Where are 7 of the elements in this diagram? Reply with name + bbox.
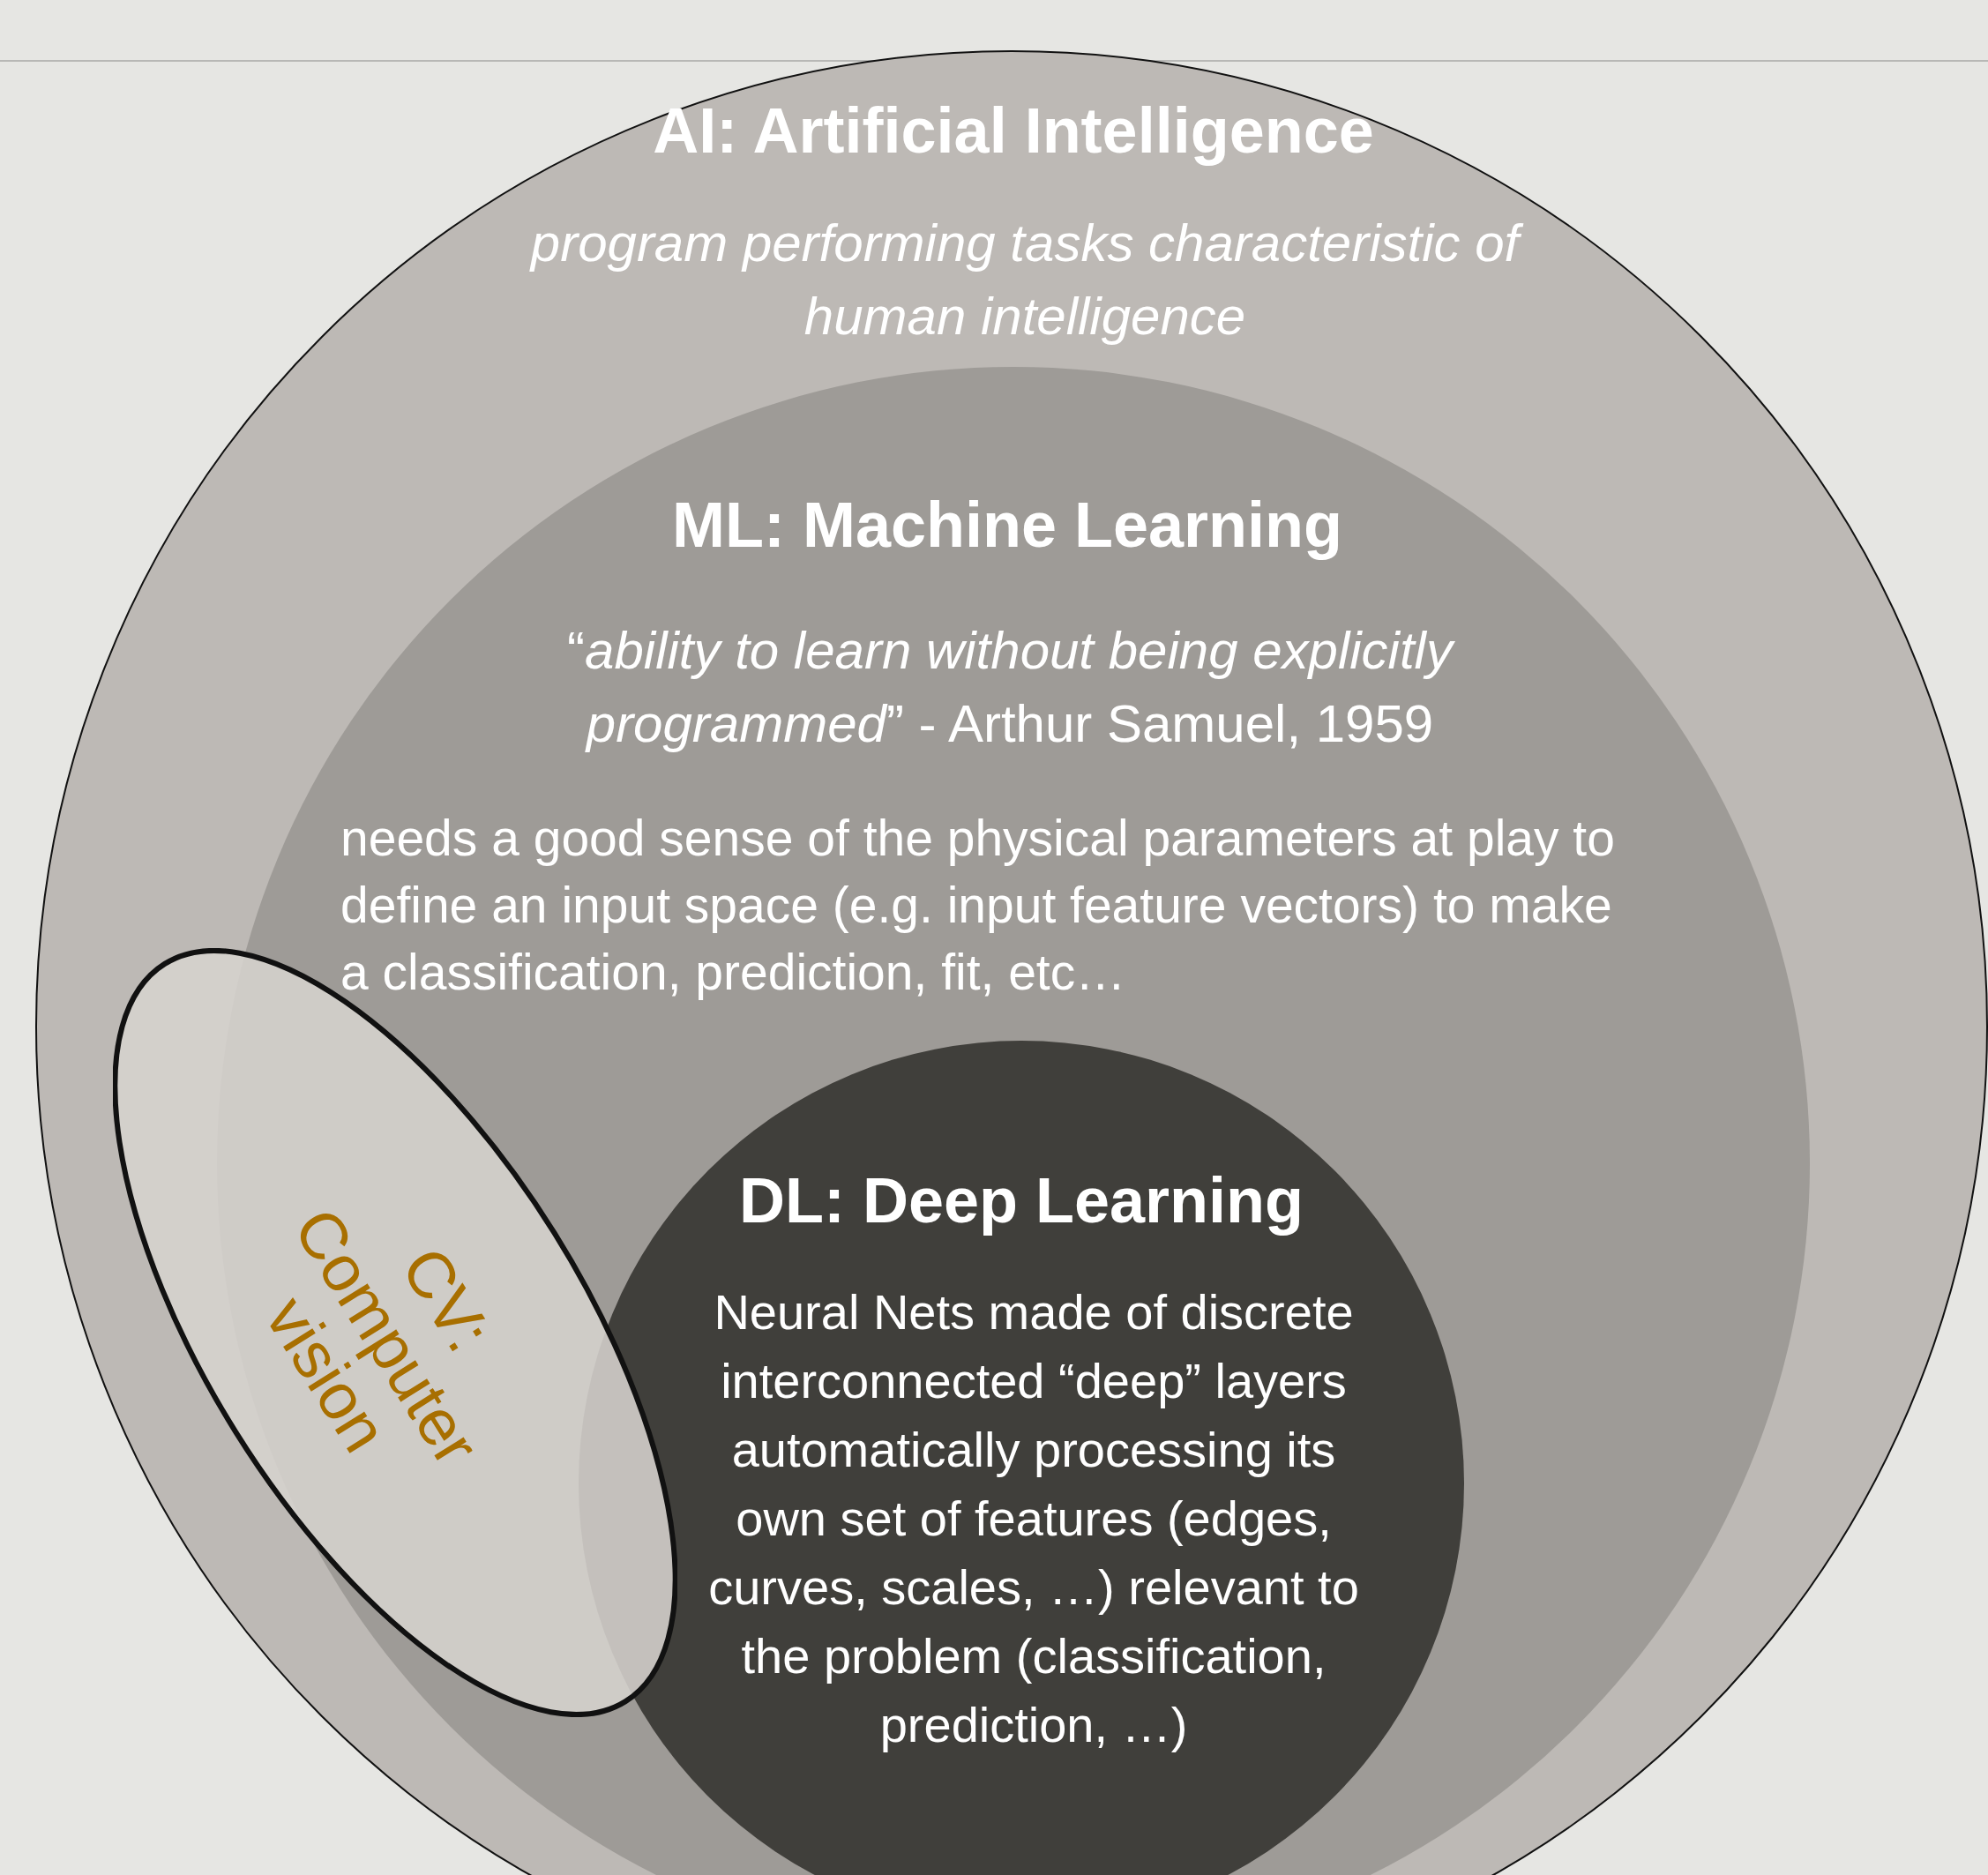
circle-title: ML: Machine Learning <box>670 489 1343 562</box>
quote-text: “ability to learn without being explicitly programmed” - Arthur Samuel, 1959 <box>437 614 1583 760</box>
circle-title: AI: Artificial Intelligence <box>652 94 1375 168</box>
circle-title: DL: Deep Learning <box>737 1164 1305 1237</box>
circle-description: Neural Nets made of discrete interconnected “deep” layers automatically processing its own set of features (edges, curves, scales, …) relevant to the problem (classification, prediction, …) <box>707 1283 1360 1754</box>
circle-description: needs a good sense of the physical parameters at play to define an input space (e.g. input feature vectors) to make a classification, prediction, fit, etc… <box>340 809 1616 1002</box>
circle-description: program performing tasks characteristic of human intelligence <box>460 206 1589 353</box>
